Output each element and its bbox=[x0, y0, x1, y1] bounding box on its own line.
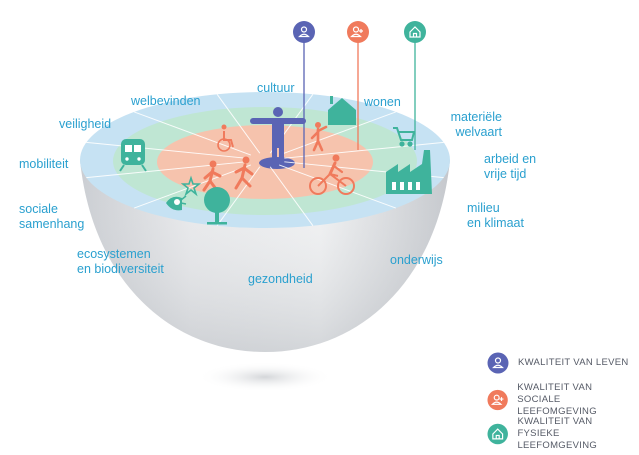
legend-label: KWALITEIT VAN FYSIEKE LEEFOMGEVING bbox=[517, 416, 598, 451]
legend-item-kwaliteit-van-fysieke-leefomgeving: KWALITEIT VAN FYSIEKE LEEFOMGEVING bbox=[487, 416, 639, 452]
legend-item-kwaliteit-van-leven: KWALITEIT VAN LEVEN bbox=[487, 352, 629, 374]
tree-icon bbox=[204, 187, 230, 225]
segment-divider bbox=[216, 94, 261, 154]
domain-label-arbeid-en-vrije-tijd: arbeid en vrije tijd bbox=[484, 152, 537, 181]
segment-divider bbox=[134, 164, 252, 209]
domain-label-wonen: wonen bbox=[364, 95, 401, 109]
domain-label-gezondheid: gezondheid bbox=[248, 272, 313, 286]
flower-icon bbox=[180, 175, 202, 197]
legend-item-kwaliteit-van-sociale-leefomgeving: KWALITEIT VAN SOCIALE LEEFOMGEVING bbox=[487, 382, 639, 418]
domain-label-sociale-samenhang: sociale samenhang bbox=[19, 202, 85, 231]
waving-person-icon bbox=[310, 122, 328, 152]
segment-divider bbox=[134, 111, 252, 156]
legend-label: KWALITEIT VAN LEVEN bbox=[518, 357, 629, 368]
pin-life bbox=[293, 21, 315, 43]
runners-icon bbox=[202, 156, 254, 192]
person-icon bbox=[487, 352, 509, 374]
domain-label-welbevinden: welbevinden bbox=[131, 94, 201, 108]
train-icon bbox=[119, 139, 147, 172]
pin-social bbox=[347, 21, 369, 43]
wheelchair-user-icon bbox=[217, 124, 234, 152]
domain-label-mobiliteit: mobiliteit bbox=[19, 157, 69, 171]
snail-icon bbox=[166, 195, 187, 211]
domain-label-materiele-welvaart: materiële welvaart bbox=[450, 110, 502, 139]
segment-divider bbox=[216, 166, 261, 226]
shopping-cart-icon bbox=[393, 127, 416, 147]
house-icon bbox=[328, 96, 356, 125]
domain-label-cultuur: cultuur bbox=[257, 81, 295, 95]
domain-label-onderwijs: onderwijs bbox=[390, 253, 443, 267]
central-person-figure bbox=[250, 107, 306, 163]
center-disc bbox=[259, 157, 295, 169]
segment-divider bbox=[278, 111, 396, 156]
cyclist-icon bbox=[309, 154, 355, 195]
person-plus-icon bbox=[487, 389, 508, 411]
legend-label: KWALITEIT VAN SOCIALE LEEFOMGEVING bbox=[517, 382, 597, 417]
domain-label-milieu-en-klimaat: milieu en klimaat bbox=[467, 201, 524, 230]
segment-divider bbox=[86, 161, 246, 179]
domain-label-veiligheid: veiligheid bbox=[59, 117, 112, 131]
factory-icon bbox=[386, 150, 432, 194]
segment-divider bbox=[86, 141, 246, 159]
segment-divider bbox=[284, 141, 444, 159]
pin-physical bbox=[404, 21, 426, 43]
house-icon bbox=[487, 423, 508, 445]
domain-label-ecosystemen-en-biodiversiteit: ecosystemen en biodiversiteit bbox=[77, 247, 164, 276]
segment-divider bbox=[269, 166, 314, 226]
floor-shadow bbox=[197, 362, 333, 392]
